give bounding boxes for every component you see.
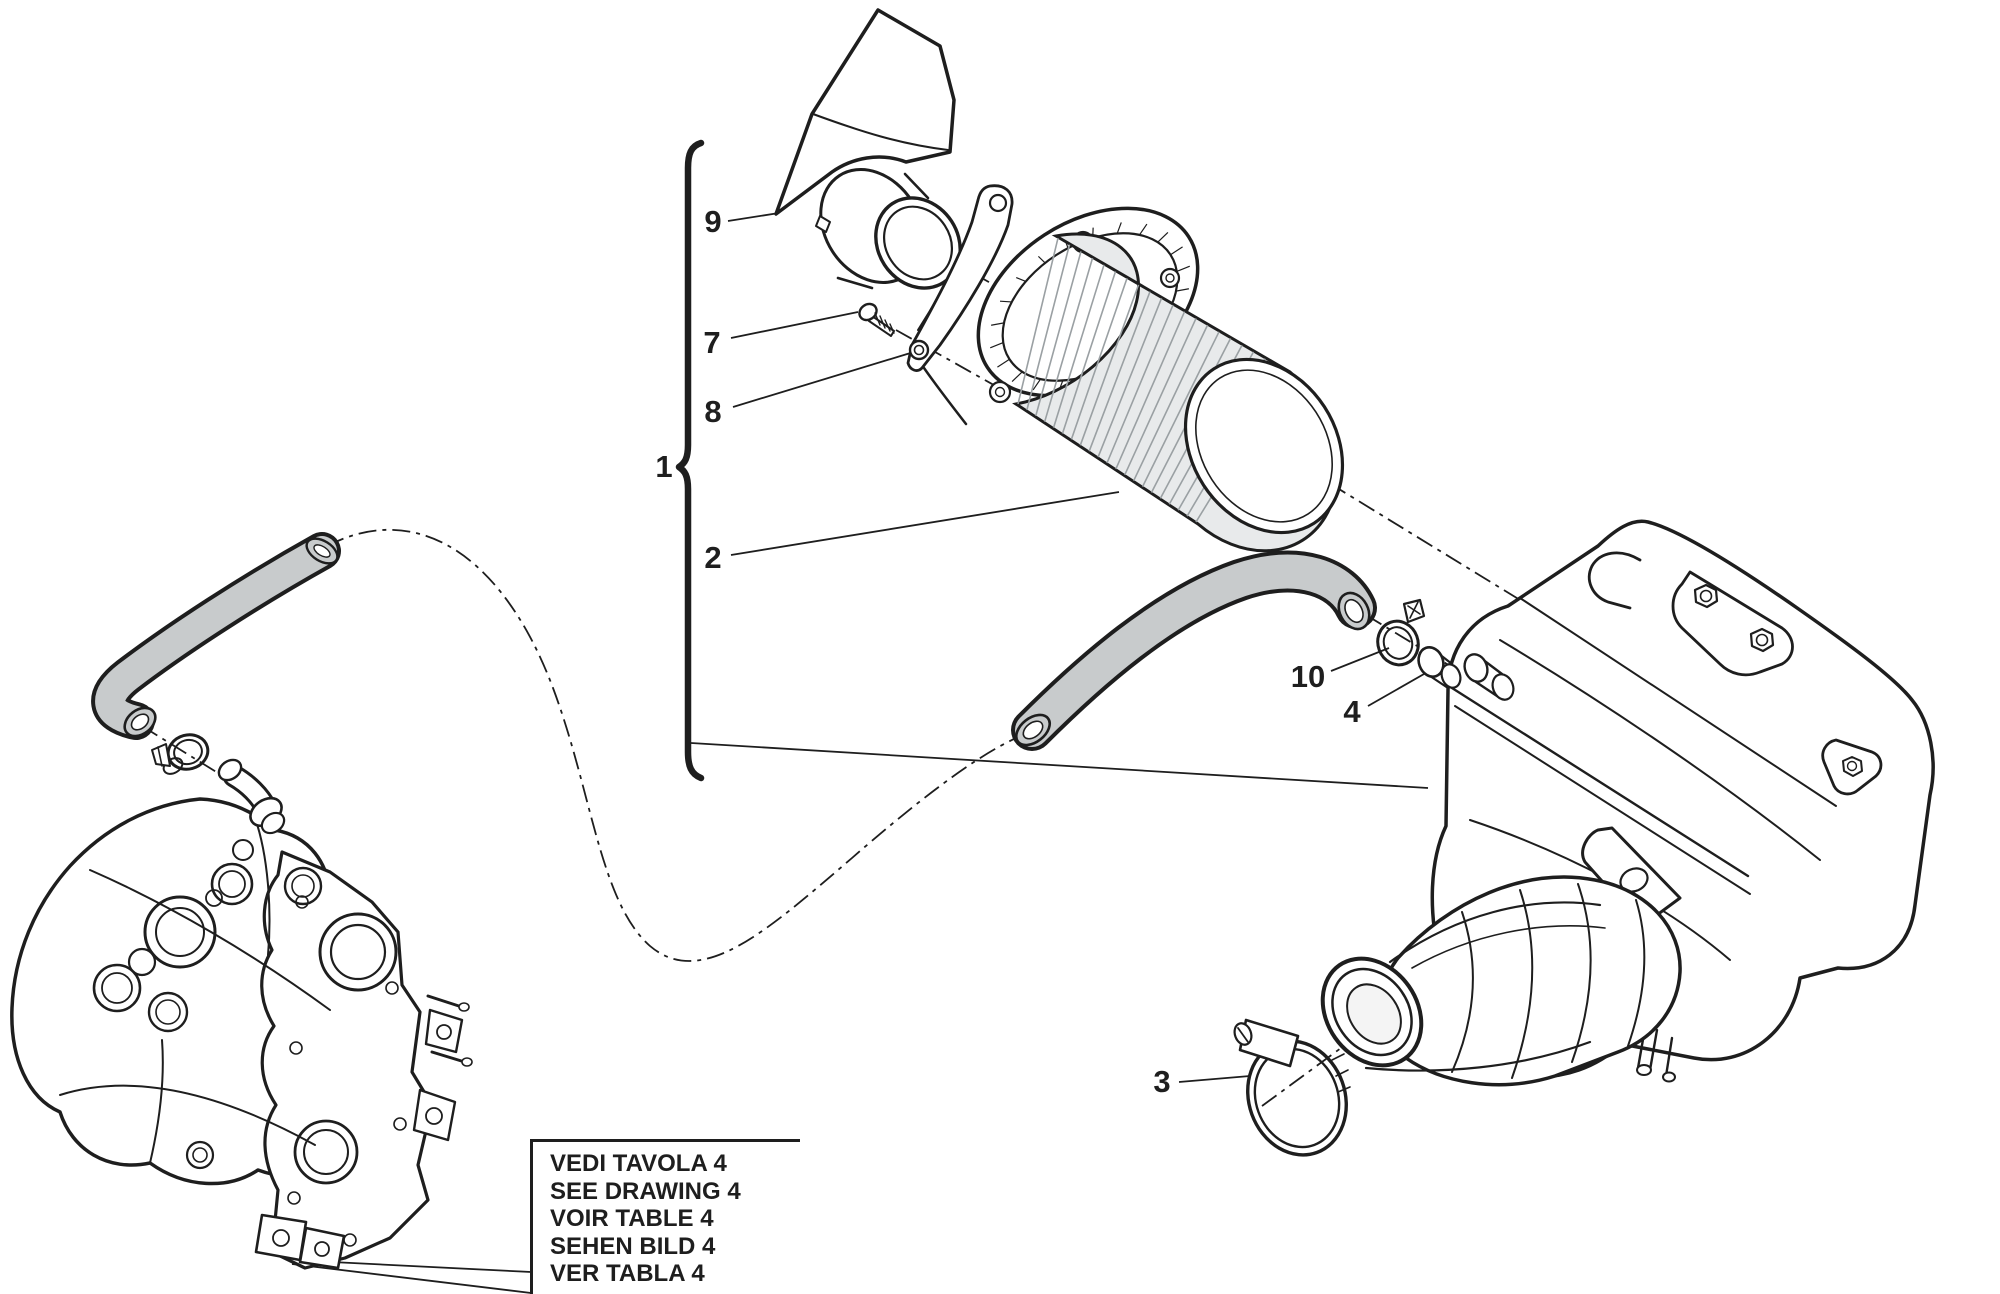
note-line-en: SEE DRAWING 4 xyxy=(550,1177,741,1205)
callout-8: 8 xyxy=(704,394,722,429)
hose-clamp-left-drawing xyxy=(151,733,210,771)
see-drawing-note: VEDI TAVOLA 4 SEE DRAWING 4 VOIR TABLE 4… xyxy=(530,1139,800,1294)
note-line-de: SEHEN BILD 4 xyxy=(550,1232,716,1260)
breather-hose-drawing xyxy=(1011,550,1377,751)
plug-drawing xyxy=(1417,646,1462,690)
breather-hose-left-drawing xyxy=(91,532,341,740)
hose-clamp-drawing xyxy=(1233,1018,1351,1157)
spacer-washer-drawing xyxy=(908,339,930,361)
callout-3: 3 xyxy=(1153,1064,1171,1099)
screw-drawing xyxy=(858,302,895,337)
group-brace xyxy=(675,139,705,782)
note-line-es: VER TABLA 4 xyxy=(550,1260,705,1287)
note-line-fr: VOIR TABLE 4 xyxy=(550,1205,714,1232)
callout-2: 2 xyxy=(704,540,722,575)
engine-drawing xyxy=(10,757,473,1270)
intake-snorkel-drawing xyxy=(774,8,962,290)
callout-7: 7 xyxy=(703,325,721,360)
callout-1: 1 xyxy=(655,449,673,484)
clip-clamp-drawing xyxy=(1376,598,1426,667)
mounting-bracket-drawing xyxy=(906,184,1014,426)
note-line-it: VEDI TAVOLA 4 xyxy=(550,1150,727,1177)
leader-lines xyxy=(291,212,1432,1294)
air-filter-element-drawing xyxy=(976,206,1345,553)
callout-4: 4 xyxy=(1343,694,1361,729)
callout-10: 10 xyxy=(1290,659,1326,694)
intake-duct-drawing xyxy=(1320,875,1682,1087)
callout-9: 9 xyxy=(704,204,722,239)
